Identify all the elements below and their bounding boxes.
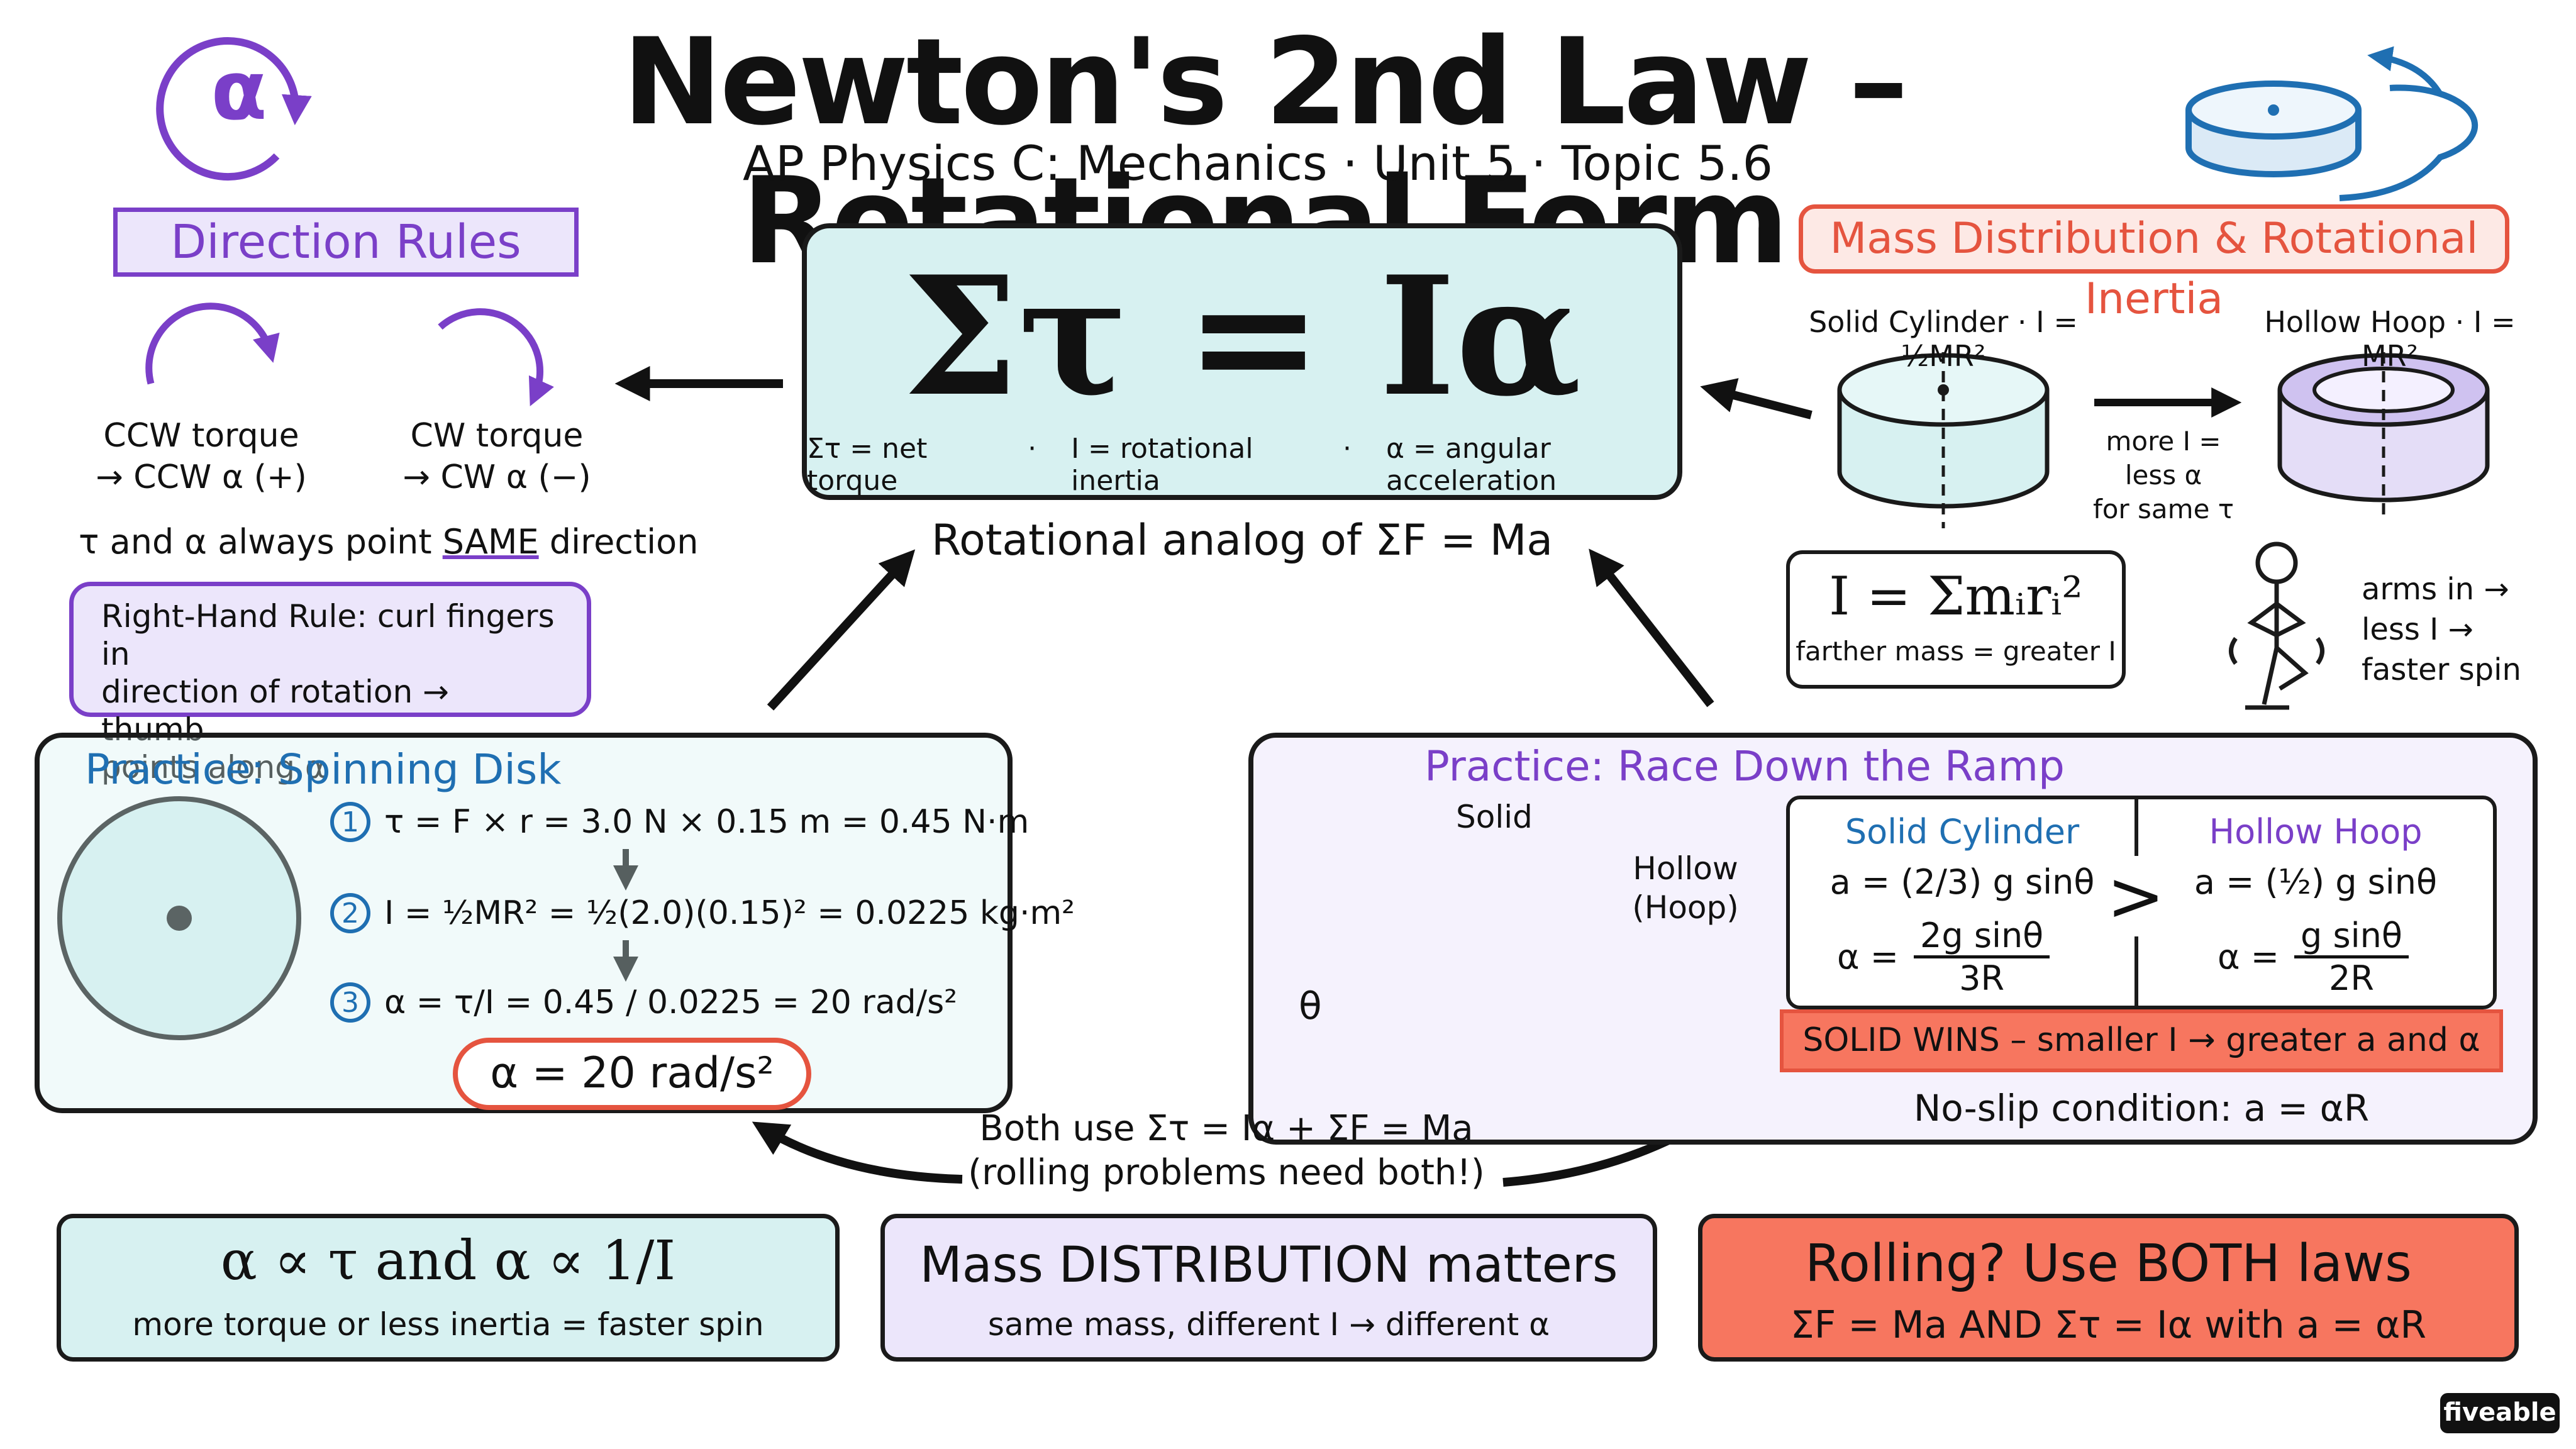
summary-card-proportionality: α ∝ τ and α ∝ 1/I more torque or less in… bbox=[57, 1214, 840, 1362]
spinning-disk-heading: Practice: Spinning Disk bbox=[85, 745, 562, 794]
same-direction-suffix: direction bbox=[538, 522, 699, 562]
skater-note-line-3: faster spin bbox=[2362, 652, 2521, 687]
fiveable-logo[interactable]: fiveable bbox=[2440, 1393, 2560, 1433]
legend-rotational-inertia: I = rotational inertia bbox=[1071, 433, 1253, 497]
ramp-solid-tag: Solid bbox=[1456, 799, 1533, 835]
arrow-both-use-left bbox=[752, 1121, 963, 1184]
ramp-hollow-tag-line-1: Hollow bbox=[1633, 850, 1738, 887]
more-inertia-line-3: for same τ bbox=[2092, 494, 2235, 525]
ccw-rule: CCW torque → CCW α (+) bbox=[75, 415, 327, 498]
step-3-text: α = τ/I = 0.45 / 0.0225 = 20 rad/s² bbox=[384, 984, 958, 1021]
both-use-line-1: Both use Στ = Iα + ΣF = Ma bbox=[979, 1108, 1474, 1149]
skater-figure-icon bbox=[2229, 541, 2324, 710]
solid-col-accel: a = (2/3) g sinθ bbox=[1829, 862, 2095, 902]
main-equation-legend: Στ = net torque · I = rotational inertia… bbox=[807, 433, 1677, 497]
moment-of-inertia-note: farther mass = greater I bbox=[1796, 636, 2116, 667]
step-1-text: τ = F × r = 3.0 N × 0.15 m = 0.45 N·m bbox=[384, 803, 1030, 841]
solid-col-alpha-lhs: α = bbox=[1837, 937, 1899, 977]
both-use-line-2: (rolling problems need both!) bbox=[968, 1152, 1485, 1193]
cw-rule-line-2: → CW α (−) bbox=[402, 458, 591, 496]
ramp-hollow-tag-line-2: (Hoop) bbox=[1632, 889, 1739, 926]
hoop-col-alpha: α = g sinθ 2R bbox=[2218, 916, 2482, 998]
same-direction-note: τ and α always point SAME direction bbox=[79, 522, 698, 562]
skater-note-line-1: arms in → bbox=[2362, 572, 2509, 607]
spinning-disk-answer: α = 20 rad/s² bbox=[453, 1038, 811, 1110]
hoop-col-alpha-num: g sinθ bbox=[2294, 916, 2409, 958]
hoop-col-title: Hollow Hoop bbox=[2209, 812, 2423, 852]
step-3-number: 3 bbox=[330, 982, 370, 1023]
page-subtitle: AP Physics C: Mechanics · Unit 5 · Topic… bbox=[743, 135, 1773, 191]
arrow-disk-to-equation bbox=[767, 549, 916, 711]
moment-of-inertia-formula: I = Σmᵢrᵢ² bbox=[1829, 565, 2083, 627]
rhr-line-3: points along α bbox=[101, 749, 326, 786]
solid-wins-banner: SOLID WINS – smaller I → greater a and α bbox=[1780, 1009, 2503, 1072]
spinning-cylinder-icon bbox=[2185, 46, 2479, 201]
more-inertia-line-2: less α bbox=[2124, 460, 2202, 491]
ccw-rule-line-2: → CCW α (+) bbox=[96, 458, 307, 496]
solid-col-alpha-num: 2g sinθ bbox=[1914, 916, 2050, 958]
summary-1-sub: more torque or less inertia = faster spi… bbox=[132, 1306, 764, 1343]
step-3: 3 α = τ/I = 0.45 / 0.0225 = 20 rad/s² bbox=[330, 982, 957, 1023]
main-equation-box: Στ = Iα Στ = net torque · I = rotational… bbox=[802, 223, 1682, 500]
solid-cylinder-label: Solid Cylinder · I = ½MR² bbox=[1809, 305, 2078, 373]
step-2: 2 I = ½MR² = ½(2.0)(0.15)² = 0.0225 kg·m… bbox=[330, 893, 1075, 933]
summary-2-title: Mass DISTRIBUTION matters bbox=[919, 1237, 1618, 1294]
solid-col-alpha: α = 2g sinθ 3R bbox=[1837, 916, 2133, 998]
hollow-hoop-drawing bbox=[2277, 352, 2490, 522]
hoop-col-accel: a = (½) g sinθ bbox=[2194, 862, 2438, 902]
both-use-note: Both use Στ = Iα + ΣF = Ma (rolling prob… bbox=[912, 1107, 1541, 1195]
main-equation-formula: Στ = Iα bbox=[902, 241, 1582, 433]
ramp-heading: Practice: Race Down the Ramp bbox=[1424, 742, 2065, 791]
more-inertia-line-1: more I = bbox=[2106, 426, 2221, 457]
no-slip-condition: No-slip condition: a = αR bbox=[1913, 1087, 2370, 1130]
ramp-angle-label: θ bbox=[1299, 984, 1322, 1028]
cw-arrow-icon bbox=[438, 308, 554, 407]
hoop-col-alpha-den: 2R bbox=[2328, 958, 2374, 998]
main-equation-caption: Rotational analog of ΣF = Ma bbox=[931, 516, 1553, 565]
summary-1-title: α ∝ τ and α ∝ 1/I bbox=[220, 1230, 676, 1292]
mass-distribution-banner: Mass Distribution & Rotational Inertia bbox=[1799, 204, 2509, 324]
hollow-hoop-label: Hollow Hoop · I = MR² bbox=[2264, 305, 2516, 373]
step-2-text: I = ½MR² = ½(2.0)(0.15)² = 0.0225 kg·m² bbox=[384, 894, 1075, 932]
same-direction-prefix: τ and α always point bbox=[79, 522, 443, 562]
skater-note: arms in → less I → faster spin bbox=[2362, 569, 2550, 690]
step-1-number: 1 bbox=[330, 802, 370, 842]
cw-rule-line-1: CW torque bbox=[410, 417, 584, 455]
solid-cylinder-drawing bbox=[1837, 352, 2050, 528]
direction-rules-banner: Direction Rules bbox=[113, 208, 579, 277]
skater-note-line-2: less I → bbox=[2362, 612, 2473, 647]
legend-net-torque: Στ = net torque bbox=[807, 433, 928, 497]
summary-card-mass-distribution: Mass DISTRIBUTION matters same mass, dif… bbox=[880, 1214, 1657, 1362]
hoop-col-alpha-lhs: α = bbox=[2218, 937, 2280, 977]
moment-of-inertia-box: I = Σmᵢrᵢ² farther mass = greater I bbox=[1786, 550, 2126, 689]
solid-col-title: Solid Cylinder bbox=[1845, 812, 2080, 852]
alpha-symbol: α bbox=[211, 43, 267, 138]
solid-col-alpha-den: 3R bbox=[1959, 958, 2005, 998]
summary-3-sub: ΣF = Ma AND Στ = Iα with a = αR bbox=[1790, 1303, 2427, 1347]
rhr-line-1: Right-Hand Rule: curl fingers in bbox=[101, 598, 555, 672]
summary-2-sub: same mass, different I → different α bbox=[987, 1306, 1550, 1343]
summary-card-rolling: Rolling? Use BOTH laws ΣF = Ma AND Στ = … bbox=[1698, 1214, 2519, 1362]
ramp-comparison-box: Solid Cylinder a = (2/3) g sinθ α = 2g s… bbox=[1786, 796, 2497, 1009]
step-2-number: 2 bbox=[330, 893, 370, 933]
arrow-ramp-to-equation bbox=[1589, 548, 1714, 708]
step-1: 1 τ = F × r = 3.0 N × 0.15 m = 0.45 N·m bbox=[330, 802, 1029, 842]
arrow-from-mass-distribution bbox=[1700, 378, 1813, 419]
ccw-rule-line-1: CCW torque bbox=[103, 417, 299, 455]
alpha-rotation-icon bbox=[156, 37, 312, 181]
cw-rule: CW torque → CW α (−) bbox=[371, 415, 623, 498]
more-inertia-note: more I = less α for same τ bbox=[2069, 425, 2258, 526]
comparison-greater-sign: > bbox=[2104, 856, 2167, 936]
ramp-hollow-tag: Hollow (Hoop) bbox=[1616, 849, 1755, 927]
spinning-disk-drawing bbox=[57, 796, 301, 1040]
same-direction-word: SAME bbox=[442, 522, 539, 562]
summary-3-title: Rolling? Use BOTH laws bbox=[1805, 1234, 2412, 1294]
ccw-arrow-icon bbox=[145, 303, 280, 385]
legend-angular-acceleration: α = angular acceleration bbox=[1386, 433, 1557, 497]
rhr-line-2: direction of rotation → thumb bbox=[101, 674, 449, 748]
right-hand-rule-box: Right-Hand Rule: curl fingers in directi… bbox=[69, 582, 591, 786]
